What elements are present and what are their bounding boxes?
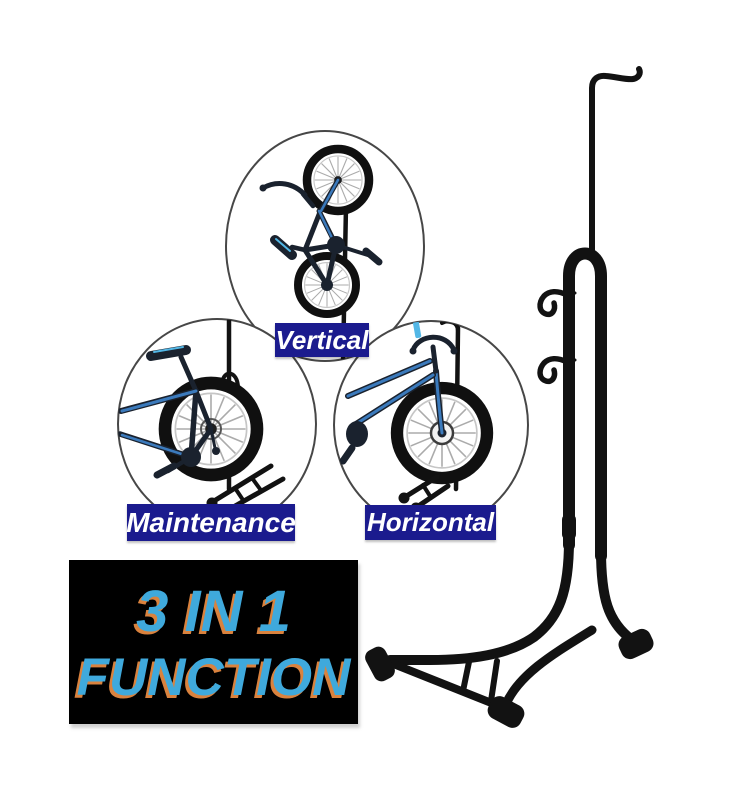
mode-circle-horizontal (333, 320, 529, 530)
mode-label-horizontal: Horizontal (365, 505, 496, 540)
banner-3-in-1-function: 3 IN 1 FUNCTION (69, 560, 358, 724)
stand-main-arch (563, 247, 607, 562)
vertical-bike-illustration (259, 149, 383, 361)
stand-side-hook-upper (537, 289, 570, 318)
banner-line-2: FUNCTION (76, 647, 351, 707)
mode-label-vertical: Vertical (275, 323, 369, 357)
stand-side-hook-lower (537, 356, 570, 385)
stand-foot-bottom (487, 696, 525, 728)
stand-top-hook (589, 66, 643, 256)
mode-circle-vertical (225, 130, 425, 362)
stand-foot-left (365, 646, 395, 682)
stand-foot-right (618, 628, 654, 660)
mode-circle-maintenance (117, 318, 317, 530)
mode-label-maintenance: Maintenance (126, 504, 296, 541)
banner-line-1: 3 IN 1 (136, 578, 291, 644)
horizontal-bike-illustration (339, 321, 487, 514)
bike-stand-illustration (365, 66, 654, 728)
maintenance-bike-illustration (118, 319, 286, 517)
